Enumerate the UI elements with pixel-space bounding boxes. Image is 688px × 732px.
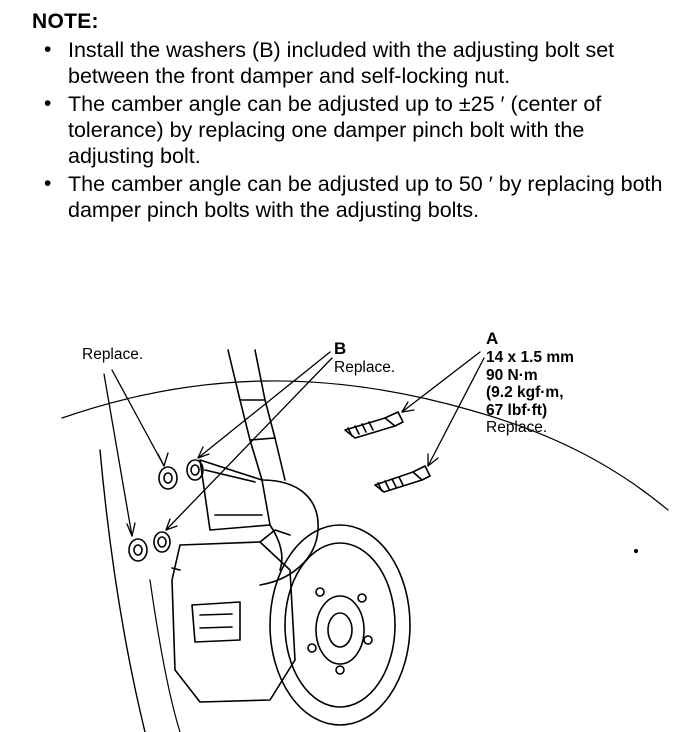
label-b: B	[334, 339, 347, 358]
spec-block-a: 14 x 1.5 mm 90 N·m (9.2 kgf·m, 67 lbf·ft…	[486, 349, 574, 437]
note-item-3: • The camber angle can be adjusted up to…	[32, 171, 672, 223]
note-item-text: The camber angle can be adjusted up to 5…	[68, 172, 663, 222]
note-title: NOTE:	[32, 10, 99, 33]
spec-torque-nm: 90 N·m	[486, 366, 538, 384]
note-item-1: • Install the washers (B) included with …	[32, 37, 672, 89]
note-item-text: The camber angle can be adjusted up to ±…	[68, 92, 602, 168]
spec-size: 14 x 1.5 mm	[486, 349, 574, 366]
note-list: • Install the washers (B) included with …	[32, 37, 672, 223]
label-a: A	[486, 329, 499, 348]
bullet-icon: •	[44, 172, 52, 195]
damper-knuckle-drawing	[61, 349, 669, 732]
note-section: NOTE: • Install the washers (B) included…	[32, 10, 672, 225]
label-b-replace: Replace.	[334, 359, 396, 376]
note-item-text: Install the washers (B) included with th…	[68, 38, 615, 88]
spec-torque-kgf: (9.2 kgf·m,	[486, 384, 564, 401]
spec-replace: Replace.	[486, 419, 548, 436]
bullet-icon: •	[44, 38, 52, 61]
note-item-2: • The camber angle can be adjusted up to…	[32, 91, 672, 169]
bullet-icon: •	[44, 92, 52, 115]
spec-torque-lbf: 67 lbf·ft)	[486, 401, 548, 419]
suspension-illustration: Replace. B Replace. A 14 x 1.5 mm 90 N·m…	[0, 330, 688, 732]
label-replace-nuts: Replace.	[82, 346, 144, 363]
